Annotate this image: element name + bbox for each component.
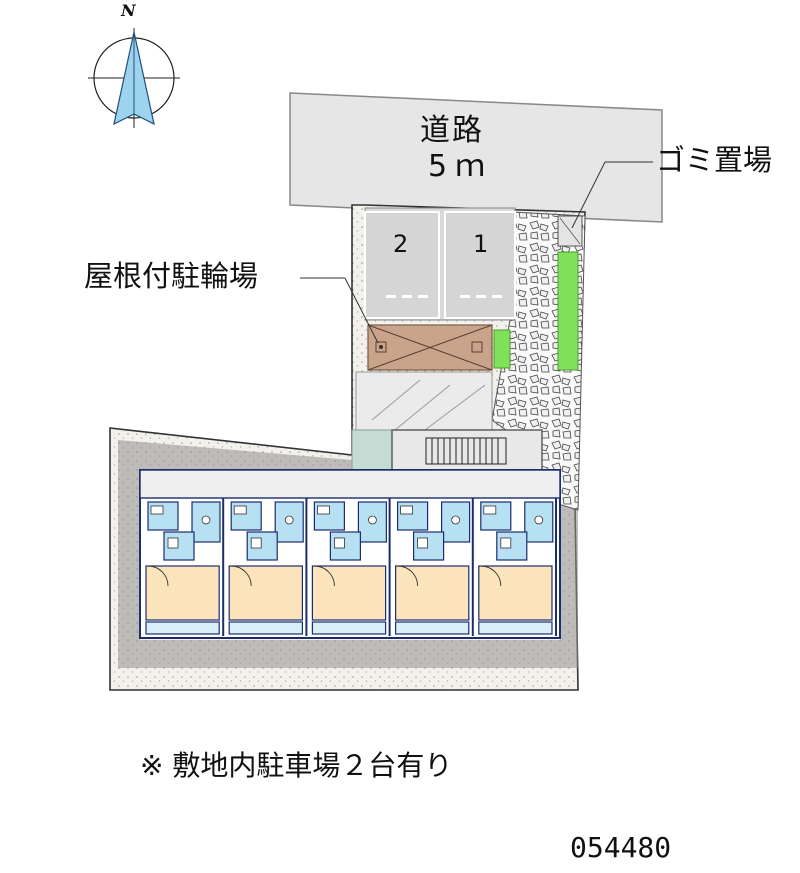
parking-space-number-1: 1 (473, 230, 489, 258)
planter-left (493, 329, 511, 369)
trash-area-label: ゴミ置場 (656, 143, 773, 177)
north-label: N (121, 1, 136, 20)
road-label: 道路 (420, 113, 484, 148)
apartment-unit (395, 498, 474, 636)
parking-space-1 (444, 211, 516, 319)
parking-space-2 (364, 211, 440, 319)
apartment-unit (228, 498, 308, 636)
apartment-unit (145, 498, 225, 636)
road (289, 92, 663, 223)
entrance-walk (351, 429, 393, 471)
road-width-label: 5ｍ (428, 149, 494, 184)
property-code: 054480 (570, 831, 672, 864)
bicycle-parking-label: 屋根付駐輪場 (84, 259, 259, 293)
stairs (425, 437, 507, 465)
apartment-building (139, 469, 561, 639)
hedge-border (118, 440, 578, 668)
parking-note: ※ 敷地内駐車場２台有り (140, 749, 453, 782)
parking-space-number-2: 2 (393, 230, 409, 258)
apartment-unit (311, 498, 391, 636)
planter-right (557, 251, 579, 371)
apartment-unit (478, 498, 557, 636)
compass (88, 28, 180, 128)
